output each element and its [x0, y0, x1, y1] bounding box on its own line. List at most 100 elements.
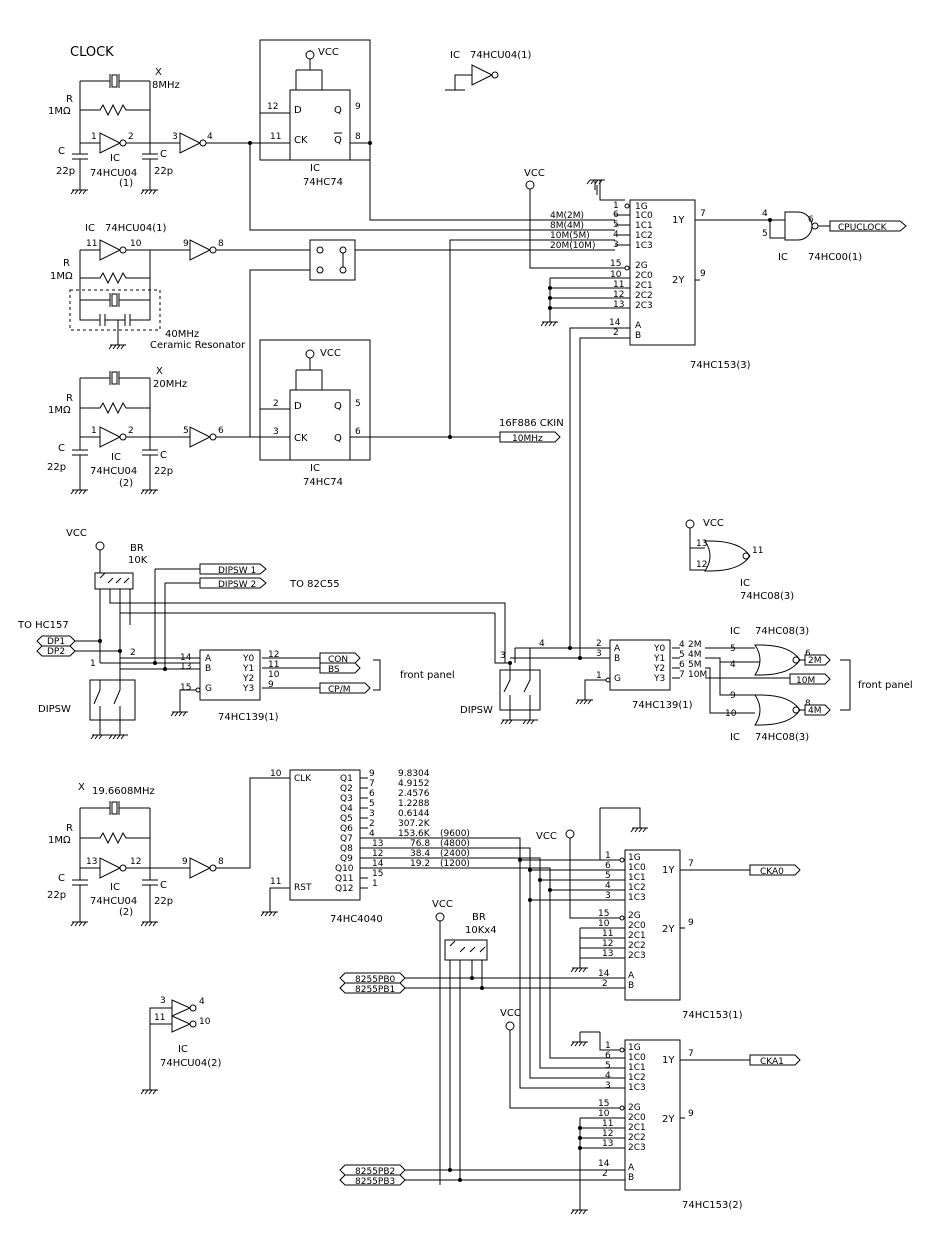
ic-part-label: 74HCU04	[90, 896, 137, 907]
ic-label: IC	[110, 153, 120, 164]
pin-y2: Y2	[653, 664, 665, 674]
pin-number: 5	[369, 799, 375, 809]
freq-label: 307.2K	[398, 819, 431, 829]
ic-label: IC	[110, 882, 120, 893]
svg-text:9: 9	[730, 691, 736, 701]
svg-text:2: 2	[613, 328, 619, 338]
freq-label: 153.6K	[398, 829, 431, 839]
svg-text:5: 5	[613, 220, 619, 230]
pin-a: A	[614, 644, 621, 654]
crystal-label: X	[155, 67, 162, 78]
freq-label: 38.4	[410, 849, 430, 859]
freq-label: 76.8	[410, 839, 430, 849]
svg-text:9: 9	[182, 857, 188, 867]
to-hc157-label: TO HC157	[17, 620, 69, 631]
vcc-label: VCC	[536, 831, 557, 842]
crystal-8mhz	[111, 74, 118, 88]
svg-text:3: 3	[160, 996, 166, 1006]
pin-2c1: 2C1	[628, 1123, 646, 1133]
ic-label: IC	[730, 732, 740, 743]
svg-text:13: 13	[696, 539, 707, 549]
svg-text:1: 1	[605, 851, 611, 861]
baud-label: (2400)	[440, 849, 470, 859]
svg-text:4: 4	[613, 230, 619, 240]
svg-text:6: 6	[808, 215, 814, 225]
crystal-label: X	[78, 782, 85, 793]
pin-number: 12	[372, 849, 383, 859]
flipflop-hc74-1: D CK Q Q VCC 12 11 9 8 IC 74HC74	[248, 39, 615, 231]
br-label: BR	[472, 912, 486, 923]
sel-output-label: 2M	[688, 640, 702, 650]
pin-1g: 1G	[628, 853, 641, 863]
pin-number: 9	[369, 769, 375, 779]
svg-text:3: 3	[500, 651, 506, 661]
svg-text:13: 13	[613, 300, 624, 310]
svg-text:11: 11	[602, 1119, 613, 1129]
svg-text:1: 1	[596, 671, 602, 681]
sel-output-label: 4M	[688, 650, 702, 660]
pin-2c3: 2C3	[628, 951, 646, 961]
pin-number: 13	[372, 839, 383, 849]
svg-text:1: 1	[613, 201, 619, 211]
pin-1c1: 1C1	[635, 221, 653, 231]
svg-text:13: 13	[602, 1139, 613, 1149]
freq-label: 1.2288	[398, 799, 430, 809]
pin-number: 7	[369, 779, 375, 789]
ic-part-label: 74HC139(1)	[218, 712, 279, 723]
pin-number: 3	[369, 809, 375, 819]
pin-q11: Q11	[335, 874, 354, 884]
pin-2c3: 2C3	[635, 301, 653, 311]
cap-label: C	[160, 450, 167, 461]
mux-input-label: 10M(5M)	[550, 231, 590, 241]
pin-b: B	[628, 981, 634, 991]
pin-a: A	[635, 321, 642, 331]
svg-text:12: 12	[696, 560, 707, 570]
resistor-r1	[80, 103, 150, 117]
crystal-19mhz	[111, 801, 118, 815]
svg-text:5: 5	[679, 650, 685, 660]
pin-1c2: 1C2	[628, 883, 646, 893]
svg-text:10: 10	[268, 670, 280, 680]
svg-text:4: 4	[762, 209, 768, 219]
hc4040-body	[289, 769, 361, 901]
svg-text:14: 14	[609, 318, 621, 328]
ic-part-label: 74HCU04	[90, 466, 137, 477]
svg-text:3: 3	[273, 427, 279, 437]
pin-2y: 2Y	[672, 275, 685, 286]
svg-text:6: 6	[605, 1051, 611, 1061]
svg-text:12: 12	[602, 939, 613, 949]
svg-text:12: 12	[602, 1129, 613, 1139]
nand-hc00: 456 CPUCLOCK IC 74HC00(1)	[762, 209, 907, 263]
pin-number: 15	[372, 869, 383, 879]
svg-text:10: 10	[598, 919, 610, 929]
svg-text:9: 9	[688, 918, 694, 928]
svg-text:3: 3	[605, 1081, 611, 1091]
pin-1g: 1G	[635, 202, 648, 212]
freq-label: 19.2	[410, 859, 430, 869]
svg-text:8: 8	[218, 857, 224, 867]
svg-text:2: 2	[128, 132, 134, 142]
pin-2y: 2Y	[662, 1114, 675, 1125]
pin-2g: 2G	[628, 1103, 641, 1113]
pin-1c3: 1C3	[628, 1083, 646, 1093]
pin-q9: Q9	[340, 854, 353, 864]
ic-part-label: 74HC08(3)	[755, 626, 809, 637]
svg-text:3: 3	[613, 240, 619, 250]
resonator-freq: 40MHz	[165, 329, 199, 340]
ic-part-label: 74HC00(1)	[808, 252, 862, 263]
mux-input-label: 20M(10M)	[550, 241, 595, 251]
baud-label: (9600)	[440, 829, 470, 839]
pb3-port: 8255PB3	[355, 1177, 395, 1187]
crystal-freq-label: 19.6608MHz	[92, 786, 155, 797]
hc74-body	[289, 389, 351, 461]
pin-1c3: 1C3	[628, 893, 646, 903]
cap-value: 22p	[154, 166, 173, 177]
svg-text:5: 5	[762, 229, 768, 239]
svg-text:12: 12	[130, 857, 141, 867]
to-82c55-label: TO 82C55	[289, 579, 340, 590]
pin-2c2: 2C2	[628, 1133, 646, 1143]
svg-text:3: 3	[172, 132, 178, 142]
freq-label: 4.9152	[398, 779, 430, 789]
cpm-port: CP/M	[328, 685, 351, 695]
pin-y1: Y1	[242, 664, 254, 674]
